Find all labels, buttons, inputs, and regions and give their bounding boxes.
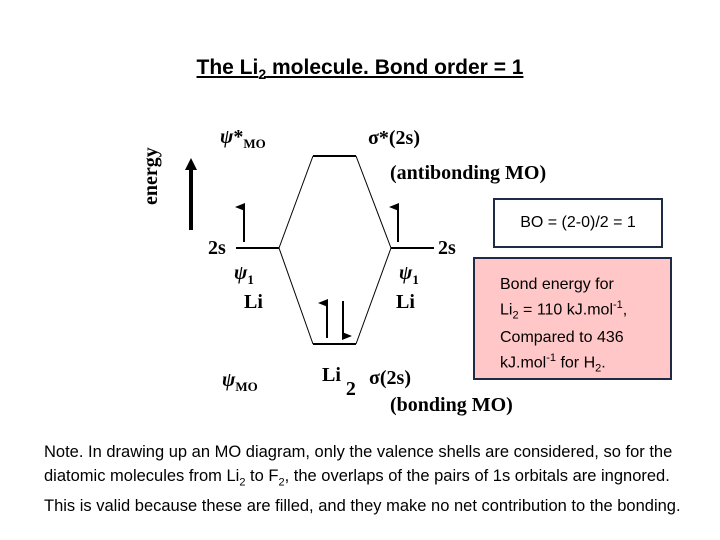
correlation-line	[278, 155, 314, 249]
bond-order-box: BO = (2-0)/2 = 1	[493, 198, 663, 248]
left-2s-label: 2s	[208, 237, 226, 259]
left-atom-label: Li	[244, 291, 263, 313]
note-paragraph: Note. In drawing up an MO diagram, only …	[44, 443, 681, 516]
psi-star-mo-label: ψ*MO	[220, 126, 266, 151]
left-psi1-label: ψ1	[234, 262, 254, 287]
bonding-label: (bonding MO)	[390, 394, 513, 416]
bond-energy-line: kJ.mol-1 for H2.	[500, 351, 606, 375]
bond-energy-line: Bond energy for	[500, 276, 614, 293]
bond-energy-box: Bond energy for Li2 = 110 kJ.mol-1, Comp…	[473, 257, 672, 380]
sigma-star-label: σ*(2s)	[368, 127, 420, 149]
correlation-line	[278, 247, 314, 345]
right-atom-label: Li	[396, 291, 415, 313]
molecule-label: Li2	[322, 364, 356, 400]
page-title: The Li2 molecule. Bond order = 1	[196, 56, 524, 83]
energy-axis-arrowhead	[185, 158, 197, 170]
antibonding-label: (antibonding MO)	[390, 162, 547, 184]
correlation-line	[355, 155, 392, 249]
sigma-label: σ(2s)	[369, 367, 411, 389]
psi-mo-label: ψMO	[222, 369, 258, 394]
right-2s-label: 2s	[438, 237, 456, 259]
right-psi1-label: ψ1	[399, 262, 419, 287]
energy-axis-label: energy	[140, 147, 162, 205]
correlation-line	[355, 247, 392, 345]
bond-energy-line: Compared to 436	[500, 328, 624, 346]
bond-energy-line: Li2 = 110 kJ.mol-1,	[500, 299, 628, 322]
